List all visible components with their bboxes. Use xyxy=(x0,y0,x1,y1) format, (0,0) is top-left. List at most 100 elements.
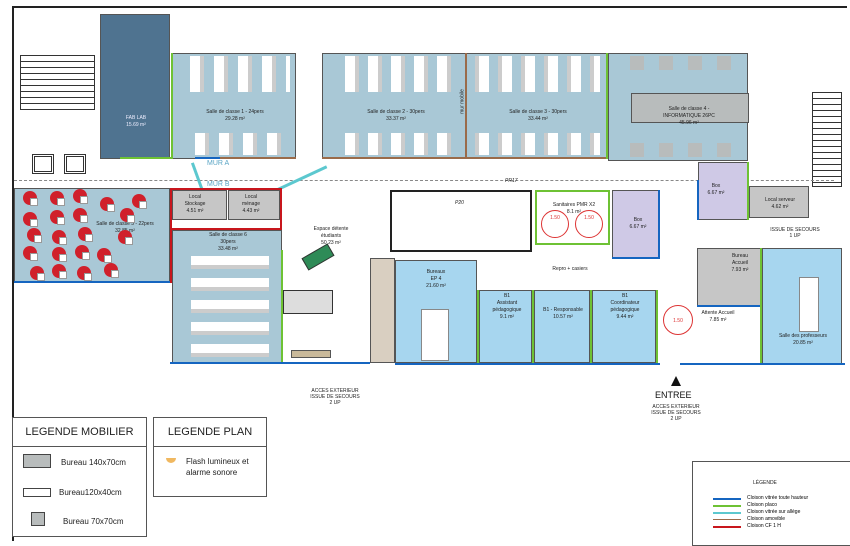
cloison-cf-1h xyxy=(170,188,282,190)
seat xyxy=(52,264,67,279)
seat xyxy=(73,189,88,204)
room-name: Attente Accueil xyxy=(701,310,735,316)
turning-circle-accueil: 1.50 xyxy=(663,305,693,335)
cloison-placo xyxy=(590,290,592,363)
room-area: 33.44 m² xyxy=(528,116,548,122)
legend-line-green xyxy=(713,505,741,507)
toilets-block xyxy=(390,190,532,252)
label-p20: P20 xyxy=(455,200,464,206)
cloison-placo xyxy=(747,162,749,220)
seat xyxy=(50,210,65,225)
seat xyxy=(118,230,133,245)
turning-circle: 1.50 xyxy=(541,210,569,238)
cloison-vitree xyxy=(195,157,220,159)
desk-grid-classe-3 xyxy=(475,56,600,92)
turning-circle: 1.50 xyxy=(575,210,603,238)
seat xyxy=(73,208,88,223)
desk-140x70-icon xyxy=(23,454,51,468)
desk-grid-classe-1 xyxy=(190,56,290,92)
seat xyxy=(100,197,115,212)
cloison-placo xyxy=(532,290,534,363)
cloison-vitree xyxy=(680,363,845,365)
cloison-vitree xyxy=(697,305,762,307)
desk-rows xyxy=(191,256,269,361)
room-name: Salle de classe 5 - 22pers xyxy=(96,221,154,227)
room-name: Espace détente étudiants xyxy=(313,226,349,239)
room-name: B1 - Responsable xyxy=(543,307,583,313)
room-name: Sanitaires PMR X2 xyxy=(552,202,596,208)
cloison-cf-1h xyxy=(280,188,282,230)
label-mur-a: MUR A xyxy=(207,160,230,167)
storage-column xyxy=(370,258,395,363)
legend-item: Cloison vitrée toute hauteur xyxy=(747,495,809,501)
cloison-vitree xyxy=(612,257,659,259)
room-area: 9.1 m² xyxy=(499,314,515,320)
legend-item: Bureau 70x70cm xyxy=(63,517,124,526)
cloison-vitree xyxy=(697,180,699,220)
cloison-placo xyxy=(477,290,479,363)
room-area: 4.62 m² xyxy=(771,204,789,210)
room-name: Local ménage xyxy=(241,194,261,207)
seat xyxy=(77,266,92,281)
room-area: 9.44 m² xyxy=(616,314,634,320)
cloison-amovible xyxy=(220,157,296,159)
seat xyxy=(75,245,90,260)
room-name: Box xyxy=(711,183,721,189)
room-area: 10.57 m² xyxy=(553,314,573,320)
desk-70x70-icon xyxy=(31,512,45,526)
seat xyxy=(52,247,67,262)
cloison-vitree xyxy=(170,362,370,364)
room-name: Bureaux EP 4 xyxy=(426,269,446,282)
room-name: Box xyxy=(633,217,643,223)
outer-wall-top xyxy=(12,6,847,8)
room-area: 8.1 m² xyxy=(566,209,582,215)
desk-grid-classe-1-bottom xyxy=(195,133,290,155)
legend-item: Cloison placo xyxy=(747,502,778,508)
seat xyxy=(30,266,45,281)
meeting-table xyxy=(799,277,819,332)
label-entree: ENTREE xyxy=(655,390,692,400)
room-name: Salle des professeurs xyxy=(778,333,828,339)
legend-line-blue xyxy=(713,498,741,500)
room-name: Salle de classe 2 - 30pers xyxy=(367,109,425,115)
cloison-cf-1h xyxy=(170,188,172,283)
room-area: 45.96 m² xyxy=(679,120,699,126)
legend-item: Flash lumineux et alarme sonore xyxy=(186,457,249,477)
seat xyxy=(132,194,147,209)
legend-line-brown xyxy=(713,519,741,520)
legend-mobilier-title: LEGENDE MOBILIER xyxy=(13,418,146,447)
seat xyxy=(120,208,135,223)
cloison-cf-1h xyxy=(170,228,282,230)
room-area: 6.67 m² xyxy=(707,190,725,196)
outer-wall-left xyxy=(12,6,14,541)
seat xyxy=(50,191,65,206)
meeting-table xyxy=(283,290,333,314)
desk-grid-classe-3-bottom xyxy=(475,133,600,155)
cloison-vitree xyxy=(395,363,660,365)
legend-line-cyan xyxy=(713,512,741,514)
desk-grid-classe-2-bottom xyxy=(345,133,460,155)
legend-cloisons-title: LÉGENDE xyxy=(753,480,777,486)
legend-plan: LEGENDE PLAN Flash lumineux et alarme so… xyxy=(153,417,267,497)
cloison-placo xyxy=(171,53,173,159)
desk-grid-classe-4-top xyxy=(630,56,740,70)
label-acces-exterieur-right: ACCES EXTERIEUR ISSUE DE SECOURS 2 UP xyxy=(651,404,701,422)
desk-120x40-icon xyxy=(23,488,51,497)
foosball-table xyxy=(301,243,335,271)
